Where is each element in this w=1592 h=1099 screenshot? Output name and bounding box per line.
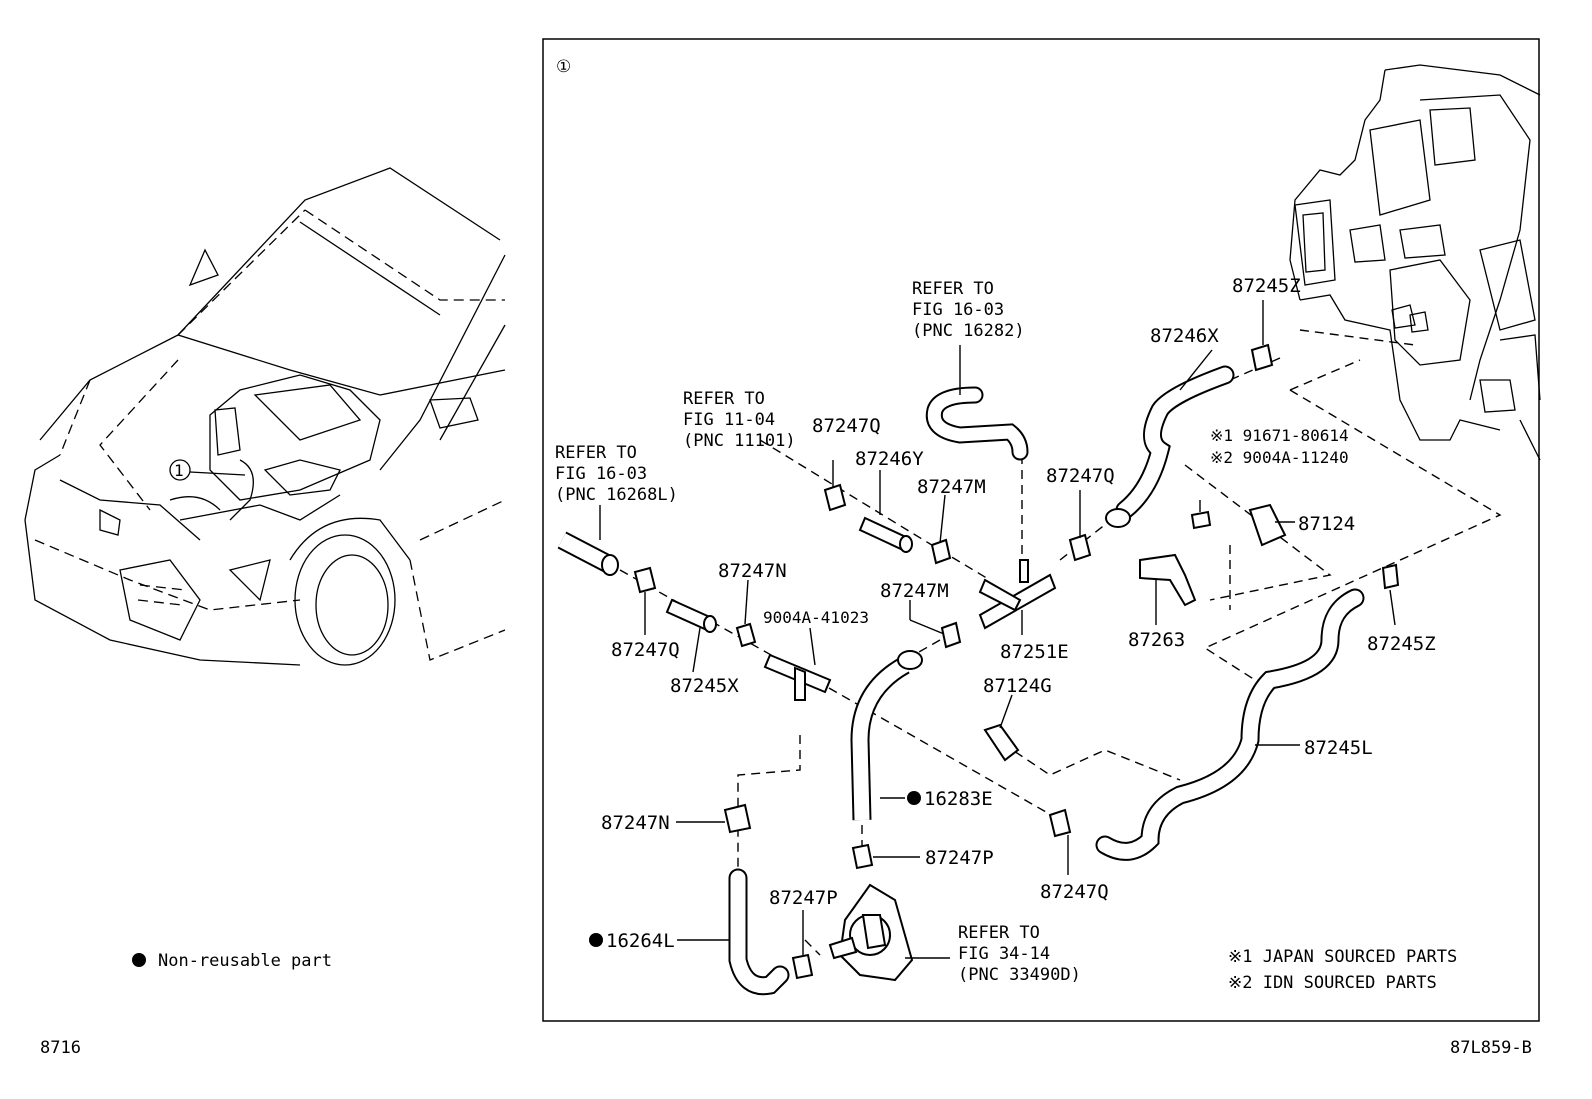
- label-87246Y: 87246Y: [855, 448, 924, 470]
- label-87245Z-top: 87245Z: [1232, 275, 1301, 297]
- tee-9004A-41023: [763, 653, 832, 701]
- hose-16264L: [728, 868, 790, 996]
- clamp-87247N-b: [723, 803, 752, 834]
- label-87247M-b: 87247M: [880, 580, 949, 602]
- non-reusable-legend: Non-reusable part: [158, 951, 332, 971]
- cylinder-33490D-ref: [828, 883, 914, 982]
- clamp-87247Q-d: [1048, 808, 1072, 838]
- tube-87246Y: [858, 516, 913, 553]
- footer-code-left: 8716: [40, 1038, 81, 1058]
- vehicle-overview-illustration: 1: [24, 167, 506, 666]
- ref4-line2: FIG 34-14: [958, 944, 1050, 964]
- ref1-line3: (PNC 16282): [912, 321, 1025, 341]
- label-87263: 87263: [1128, 629, 1185, 651]
- label-87247M-a: 87247M: [917, 476, 986, 498]
- hose-16283E: [850, 650, 923, 821]
- ref3-line2: FIG 16-03: [555, 464, 647, 484]
- svg-text:1: 1: [174, 461, 184, 480]
- label-87247Q-a: 87247Q: [812, 415, 881, 437]
- refer-to-16268L: REFER TO FIG 16-03 (PNC 16268L): [555, 443, 678, 505]
- clamp-87247M-b: [940, 621, 962, 649]
- hose-87245L: [1095, 588, 1365, 861]
- non-reusable-16264L-icon: [589, 933, 603, 947]
- label-87247P-b: 87247P: [769, 887, 838, 909]
- sourced-note-1: ※1 91671-80614: [1210, 426, 1349, 445]
- part-labels: 87245Z 87246X 87124 87245Z 87263 87245L …: [589, 275, 1436, 952]
- note-idn-sourced: ※2 IDN SOURCED PARTS: [1228, 973, 1437, 993]
- tube-87245X: [665, 598, 717, 633]
- tee-87251E: [978, 559, 1057, 630]
- label-87251E: 87251E: [1000, 641, 1069, 663]
- clamps: [633, 343, 1400, 980]
- clamp-87247N-a: [735, 622, 757, 648]
- ref2-line3: (PNC 11101): [683, 431, 796, 451]
- leader-lines: [599, 300, 1396, 959]
- clamp-87245Z-right: [1381, 563, 1400, 590]
- ref3-line3: (PNC 16268L): [555, 485, 678, 505]
- clamp-87247M-a: [930, 538, 952, 565]
- clamp-87124G: [983, 723, 1020, 762]
- label-87247Q-b: 87247Q: [1046, 465, 1115, 487]
- bracket-87263: [1139, 500, 1212, 607]
- label-87124G: 87124G: [983, 675, 1052, 697]
- refer-to-33490D: REFER TO FIG 34-14 (PNC 33490D): [958, 923, 1081, 985]
- sourced-note-2: ※2 9004A-11240: [1210, 448, 1349, 467]
- label-87124: 87124: [1298, 513, 1355, 535]
- heater-unit-illustration: [1289, 64, 1541, 461]
- callout-number: ①: [556, 57, 571, 77]
- footer-code-right: 87L859-B: [1450, 1038, 1532, 1058]
- ref1-line2: FIG 16-03: [912, 300, 1004, 320]
- clamp-87247P-a: [851, 843, 874, 870]
- refer-to-11101: REFER TO FIG 11-04 (PNC 11101): [683, 389, 796, 451]
- ref2-line2: FIG 11-04: [683, 410, 775, 430]
- label-9004A-41023: 9004A-41023: [763, 608, 869, 627]
- label-16264L: 16264L: [606, 930, 675, 952]
- note-japan-sourced: ※1 JAPAN SOURCED PARTS: [1228, 947, 1457, 967]
- refer-to-16282: REFER TO FIG 16-03 (PNC 16282): [912, 279, 1025, 341]
- hose-16268L-ref: [557, 531, 619, 576]
- clamp-87247Q-c: [633, 566, 657, 594]
- label-87245Z-right: 87245Z: [1367, 633, 1436, 655]
- hose-16282-ref: [925, 386, 1029, 461]
- ref3-line1: REFER TO: [555, 443, 637, 463]
- ref4-line3: (PNC 33490D): [958, 965, 1081, 985]
- non-reusable-bullet-icon: [132, 953, 146, 967]
- label-87247Q-d: 87247Q: [1040, 881, 1109, 903]
- label-87247N-a: 87247N: [718, 560, 787, 582]
- hose-87246X: [1105, 365, 1235, 528]
- label-87246X: 87246X: [1150, 325, 1219, 347]
- label-87245L: 87245L: [1304, 737, 1373, 759]
- label-16283E: 16283E: [924, 788, 993, 810]
- label-87245X: 87245X: [670, 675, 739, 697]
- label-87247N-b: 87247N: [601, 812, 670, 834]
- non-reusable-16283E-icon: [907, 791, 921, 805]
- detail-frame: [542, 38, 1540, 1022]
- ref1-line1: REFER TO: [912, 279, 994, 299]
- label-87247Q-c: 87247Q: [611, 639, 680, 661]
- clamp-87247P-b: [791, 953, 814, 980]
- clamp-87247Q-a: [823, 483, 847, 512]
- label-87247P-a: 87247P: [925, 847, 994, 869]
- sensor-87124: [1248, 503, 1287, 547]
- clamp-87245Z-top: [1250, 343, 1274, 372]
- ref4-line1: REFER TO: [958, 923, 1040, 943]
- ref2-line1: REFER TO: [683, 389, 765, 409]
